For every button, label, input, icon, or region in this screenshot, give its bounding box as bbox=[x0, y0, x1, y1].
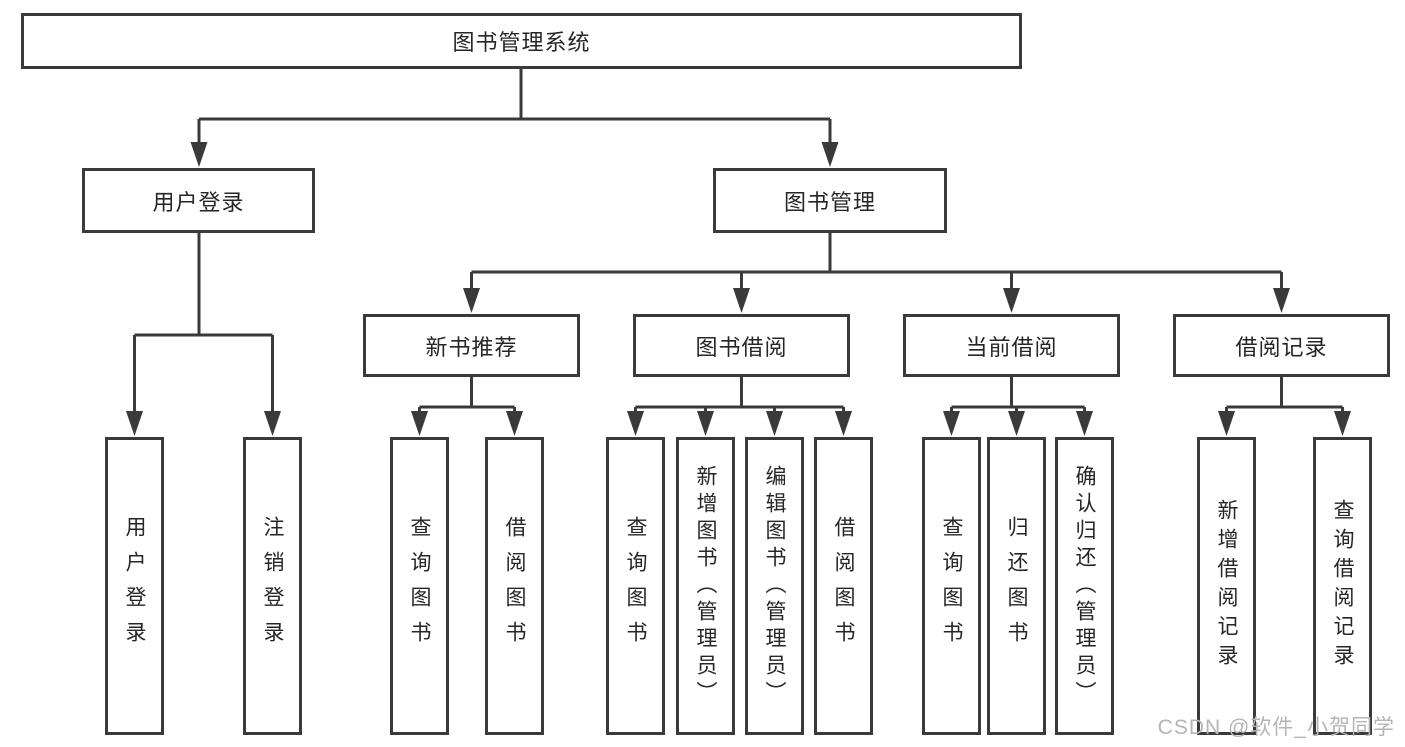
leaf-add-book-admin-label: 新增图书（管理员） bbox=[694, 464, 717, 708]
node-book-borrowing-label: 图书借阅 bbox=[695, 334, 788, 360]
leaf-edit-book-admin: 编辑图书（管理员） bbox=[745, 437, 804, 735]
arrow-down-icon bbox=[264, 411, 281, 436]
leaf-borrow-books-newbook: 借阅图书 bbox=[485, 437, 544, 735]
arrow-down-icon bbox=[411, 411, 428, 436]
leaf-edit-book-admin-label: 编辑图书（管理员） bbox=[763, 464, 786, 708]
leaf-query-books-newbook: 查询图书 bbox=[390, 437, 449, 735]
leaf-query-books-borrow: 查询图书 bbox=[606, 437, 665, 735]
leaf-borrow-books-borrow-label: 借阅图书 bbox=[832, 516, 855, 656]
leaf-logout: 注销登录 bbox=[243, 437, 302, 735]
arrow-down-icon bbox=[733, 288, 750, 313]
connector-lines bbox=[133, 69, 1344, 414]
leaf-query-books-current-label: 查询图书 bbox=[940, 516, 963, 656]
node-book-management: 图书管理 bbox=[713, 168, 947, 233]
node-book-management-label: 图书管理 bbox=[783, 189, 876, 215]
leaf-query-borrow-record-label: 查询借阅记录 bbox=[1331, 499, 1354, 673]
arrow-down-icon bbox=[1273, 288, 1290, 313]
arrow-down-icon bbox=[1334, 411, 1351, 436]
arrow-down-icon bbox=[766, 411, 783, 436]
arrow-down-icon bbox=[1218, 411, 1235, 436]
leaf-query-borrow-record: 查询借阅记录 bbox=[1313, 437, 1372, 735]
arrow-down-icon bbox=[627, 411, 644, 436]
arrow-down-icon bbox=[463, 288, 480, 313]
arrow-down-icon bbox=[835, 411, 852, 436]
node-library-system-label: 图书管理系统 bbox=[452, 30, 591, 55]
leaf-return-book-label: 归还图书 bbox=[1005, 516, 1028, 656]
leaf-add-book-admin: 新增图书（管理员） bbox=[676, 437, 735, 735]
leaf-add-borrow-record-label: 新增借阅记录 bbox=[1215, 499, 1238, 673]
node-library-system: 图书管理系统 bbox=[21, 13, 1022, 69]
node-book-borrowing: 图书借阅 bbox=[633, 314, 850, 377]
node-borrowing-records-label: 借阅记录 bbox=[1235, 334, 1328, 360]
leaf-query-books-borrow-label: 查询图书 bbox=[624, 516, 647, 656]
leaf-user-login-label: 用户登录 bbox=[123, 516, 146, 656]
arrow-down-icon bbox=[1003, 288, 1020, 313]
leaf-query-books-newbook-label: 查询图书 bbox=[408, 516, 431, 656]
node-borrowing-records: 借阅记录 bbox=[1173, 314, 1390, 377]
node-current-borrowing-label: 当前借阅 bbox=[965, 334, 1058, 360]
csdn-watermark: CSDN @软件_小贺同学 bbox=[1157, 716, 1395, 739]
arrow-down-icon bbox=[697, 411, 714, 436]
leaf-user-login: 用户登录 bbox=[105, 437, 164, 735]
arrow-down-icon bbox=[506, 411, 523, 436]
leaf-add-borrow-record: 新增借阅记录 bbox=[1197, 437, 1256, 735]
leaf-confirm-return-admin-label: 确认归还（管理员） bbox=[1073, 464, 1096, 708]
arrow-down-icon bbox=[1076, 411, 1093, 436]
leaf-return-book: 归还图书 bbox=[987, 437, 1046, 735]
leaf-query-books-current: 查询图书 bbox=[922, 437, 981, 735]
arrow-down-icon bbox=[190, 142, 208, 167]
arrow-down-icon bbox=[821, 142, 839, 167]
leaf-borrow-books-borrow: 借阅图书 bbox=[814, 437, 873, 735]
leaf-logout-label: 注销登录 bbox=[261, 516, 284, 656]
node-current-borrowing: 当前借阅 bbox=[903, 314, 1120, 377]
arrowheads bbox=[126, 142, 1351, 436]
node-new-book-recommend: 新书推荐 bbox=[363, 314, 580, 377]
leaf-confirm-return-admin: 确认归还（管理员） bbox=[1055, 437, 1114, 735]
arrow-down-icon bbox=[1008, 411, 1025, 436]
arrow-down-icon bbox=[943, 411, 960, 436]
leaf-borrow-books-newbook-label: 借阅图书 bbox=[503, 516, 526, 656]
node-user-login: 用户登录 bbox=[82, 168, 315, 233]
arrow-down-icon bbox=[126, 411, 143, 436]
node-new-book-recommend-label: 新书推荐 bbox=[425, 334, 518, 360]
node-user-login-label: 用户登录 bbox=[152, 189, 245, 215]
